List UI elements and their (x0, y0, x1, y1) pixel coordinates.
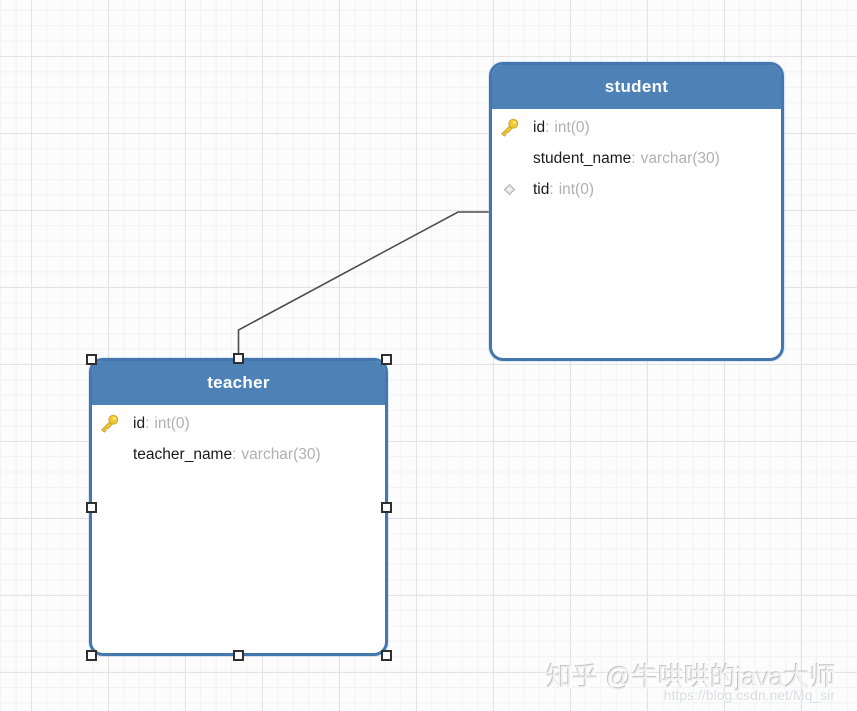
field-type: varchar(30) (241, 445, 321, 463)
watermark-url: https://blog.csdn.net/Mq_sir (663, 687, 835, 703)
selection-handle-nw[interactable] (85, 353, 97, 365)
relationship-line[interactable] (237, 211, 492, 358)
watermark-zhihu: 知乎 @牛哄哄的java大师 (546, 662, 836, 692)
selection-handle-s[interactable] (233, 650, 244, 661)
field-type: int(0) (554, 118, 590, 136)
primary-key-icon (99, 413, 133, 434)
field-type: varchar(30) (640, 149, 720, 167)
table-row-teacher-name[interactable]: teacher_name:varchar(30) (92, 439, 385, 470)
field-separator: : (549, 180, 554, 198)
table-header[interactable]: teacher (92, 361, 385, 407)
selection-handle-w[interactable] (85, 502, 97, 513)
selection-handle-n[interactable] (233, 352, 244, 364)
field-name: id (533, 118, 546, 136)
field-name: tid (533, 180, 550, 198)
table-student[interactable]: student id:int(0) student_name:varchar(3… (489, 62, 784, 361)
field-separator: : (545, 118, 550, 136)
table-field-list: id:int(0) student_name:varchar(30) tid:i… (492, 111, 781, 205)
foreign-key-icon (499, 181, 533, 198)
field-separator: : (232, 445, 237, 463)
table-field-list: id:int(0) teacher_name:varchar(30) (92, 407, 385, 470)
selection-handle-sw[interactable] (85, 650, 97, 661)
table-row-tid[interactable]: tid:int(0) (492, 174, 781, 205)
field-name: student_name (533, 149, 632, 167)
table-row-id[interactable]: id:int(0) (492, 112, 781, 143)
field-name: teacher_name (133, 445, 233, 463)
table-row-id[interactable]: id:int(0) (92, 408, 385, 439)
field-type: int(0) (154, 414, 190, 432)
selection-handle-se[interactable] (380, 650, 392, 661)
field-separator: : (145, 414, 150, 432)
selection-handle-ne[interactable] (380, 353, 392, 365)
table-teacher[interactable]: teacher id:int(0) teacher_name:varchar(3… (89, 358, 388, 656)
table-row-student-name[interactable]: student_name:varchar(30) (492, 143, 781, 174)
table-header[interactable]: student (492, 65, 781, 111)
primary-key-icon (499, 117, 533, 138)
selection-handle-e[interactable] (380, 502, 392, 513)
field-separator: : (631, 149, 636, 167)
field-type: int(0) (558, 180, 595, 198)
field-name: id (133, 414, 146, 432)
